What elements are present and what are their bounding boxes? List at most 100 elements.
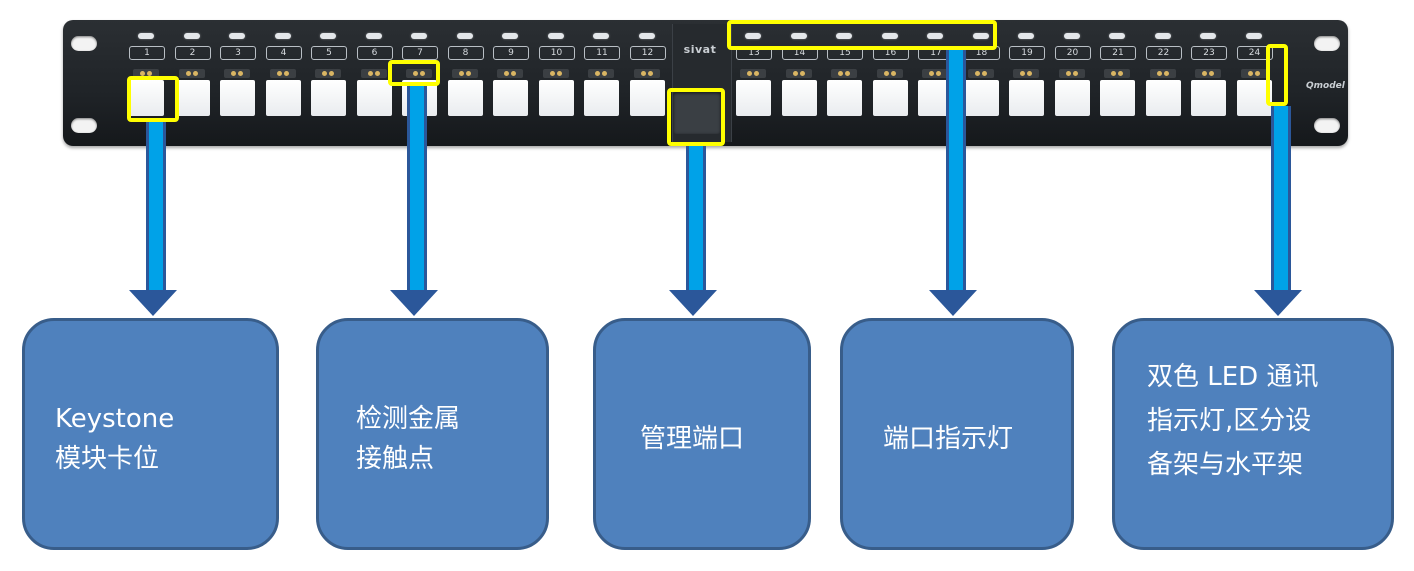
port-contacts-6 bbox=[360, 69, 387, 78]
arrow-keystone-head bbox=[129, 290, 177, 316]
port-number-8: 8 bbox=[447, 46, 484, 60]
port-led-15 bbox=[836, 33, 852, 39]
arrow-mgmt-shaft bbox=[686, 146, 706, 290]
port-contacts-17 bbox=[922, 69, 948, 78]
port-number-19: 19 bbox=[1009, 46, 1045, 60]
port-contacts-20 bbox=[1058, 69, 1085, 78]
port-number-12: 12 bbox=[629, 46, 666, 60]
callout-led: 双色 LED 通讯 指示灯,区分设 备架与水平架 bbox=[1112, 318, 1394, 550]
port-led-14 bbox=[790, 33, 807, 39]
keystone-slot-10 bbox=[538, 80, 574, 116]
port-led-20 bbox=[1063, 33, 1080, 39]
port-led-12 bbox=[638, 33, 655, 39]
port-number-7: 7 bbox=[402, 46, 438, 60]
port-number-2: 2 bbox=[174, 46, 211, 60]
arrow-indicator-head bbox=[929, 290, 977, 316]
port-led-9 bbox=[502, 33, 518, 39]
port-number-10: 10 bbox=[538, 46, 575, 60]
keystone-slot-11 bbox=[584, 80, 619, 116]
keystone-slot-15 bbox=[827, 80, 862, 116]
port-contacts-5 bbox=[315, 69, 341, 78]
keystone-slot-19 bbox=[1009, 80, 1044, 116]
port-number-11: 11 bbox=[584, 46, 620, 60]
port-contacts-8 bbox=[451, 69, 478, 78]
keystone-slot-18 bbox=[963, 80, 999, 116]
port-led-10 bbox=[547, 33, 564, 39]
port-contacts-23 bbox=[1195, 69, 1221, 78]
keystone-slot-21 bbox=[1100, 80, 1135, 116]
port-contacts-16 bbox=[876, 69, 903, 78]
keystone-slot-12 bbox=[629, 80, 665, 116]
port-contacts-12 bbox=[633, 69, 660, 78]
port-contacts-14 bbox=[785, 69, 812, 78]
port-led-6 bbox=[365, 33, 382, 39]
port-led-24 bbox=[1245, 33, 1262, 39]
port-contacts-11 bbox=[588, 69, 614, 78]
highlight-indicator-leds bbox=[727, 20, 997, 50]
highlight-contacts bbox=[388, 60, 440, 86]
port-led-21 bbox=[1109, 33, 1125, 39]
port-led-17 bbox=[927, 33, 943, 39]
port-number-21: 21 bbox=[1100, 46, 1136, 60]
mount-hole-top-left bbox=[71, 36, 97, 51]
highlight-mgmt-port bbox=[667, 88, 725, 146]
port-led-4 bbox=[274, 33, 291, 39]
arrow-contacts-head bbox=[390, 290, 438, 316]
port-contacts-9 bbox=[497, 69, 523, 78]
callout-contacts: 检测金属 接触点 bbox=[316, 318, 549, 550]
arrow-mgmt-head bbox=[669, 290, 717, 316]
callout-keystone-text: Keystone 模块卡位 bbox=[55, 404, 175, 474]
port-led-22 bbox=[1154, 33, 1171, 39]
port-contacts-10 bbox=[542, 69, 569, 78]
port-contacts-22 bbox=[1149, 69, 1176, 78]
port-led-23 bbox=[1200, 33, 1216, 39]
keystone-slot-6 bbox=[356, 80, 392, 116]
port-number-5: 5 bbox=[311, 46, 347, 60]
port-number-20: 20 bbox=[1054, 46, 1091, 60]
port-contacts-3 bbox=[224, 69, 250, 78]
port-contacts-7 bbox=[406, 69, 432, 78]
port-number-4: 4 bbox=[265, 46, 302, 60]
port-led-19 bbox=[1018, 33, 1034, 39]
port-number-24: 24 bbox=[1236, 46, 1273, 60]
keystone-slot-24 bbox=[1236, 80, 1272, 116]
callout-led-text: 双色 LED 通讯 指示灯,区分设 备架与水平架 bbox=[1147, 362, 1319, 480]
keystone-slot-2 bbox=[174, 80, 210, 116]
port-contacts-19 bbox=[1013, 69, 1039, 78]
keystone-slot-8 bbox=[447, 80, 483, 116]
arrow-led-shaft bbox=[1271, 106, 1291, 290]
keystone-slot-22 bbox=[1145, 80, 1181, 116]
port-contacts-13 bbox=[740, 69, 766, 78]
keystone-slot-16 bbox=[872, 80, 908, 116]
port-led-7 bbox=[411, 33, 427, 39]
port-led-3 bbox=[229, 33, 245, 39]
highlight-bicolor-led bbox=[1266, 44, 1288, 106]
callout-contacts-text: 检测金属 接触点 bbox=[356, 404, 461, 474]
mount-hole-top-right bbox=[1314, 36, 1340, 51]
keystone-slot-5 bbox=[311, 80, 346, 116]
port-contacts-4 bbox=[269, 69, 296, 78]
callout-mgmt: 管理端口 bbox=[593, 318, 811, 550]
highlight-keystone bbox=[127, 76, 179, 122]
port-number-1: 1 bbox=[129, 46, 165, 60]
port-contacts-15 bbox=[831, 69, 857, 78]
arrow-led-head bbox=[1254, 290, 1302, 316]
keystone-slot-1 bbox=[129, 80, 164, 116]
port-contacts-18 bbox=[967, 69, 994, 78]
keystone-slot-4 bbox=[265, 80, 301, 116]
keystone-slot-13 bbox=[736, 80, 771, 116]
port-led-2 bbox=[183, 33, 200, 39]
port-led-18 bbox=[972, 33, 989, 39]
arrow-contacts-shaft bbox=[407, 86, 427, 290]
port-contacts-24 bbox=[1240, 69, 1267, 78]
mount-hole-bottom-left bbox=[71, 118, 97, 133]
port-led-1 bbox=[138, 33, 154, 39]
qmodel-logo: Qmodel bbox=[1306, 81, 1345, 91]
port-number-6: 6 bbox=[356, 46, 393, 60]
keystone-slot-9 bbox=[493, 80, 528, 116]
port-led-5 bbox=[320, 33, 336, 39]
port-number-9: 9 bbox=[493, 46, 529, 60]
keystone-slot-23 bbox=[1191, 80, 1226, 116]
port-led-8 bbox=[456, 33, 473, 39]
keystone-slot-20 bbox=[1054, 80, 1090, 116]
